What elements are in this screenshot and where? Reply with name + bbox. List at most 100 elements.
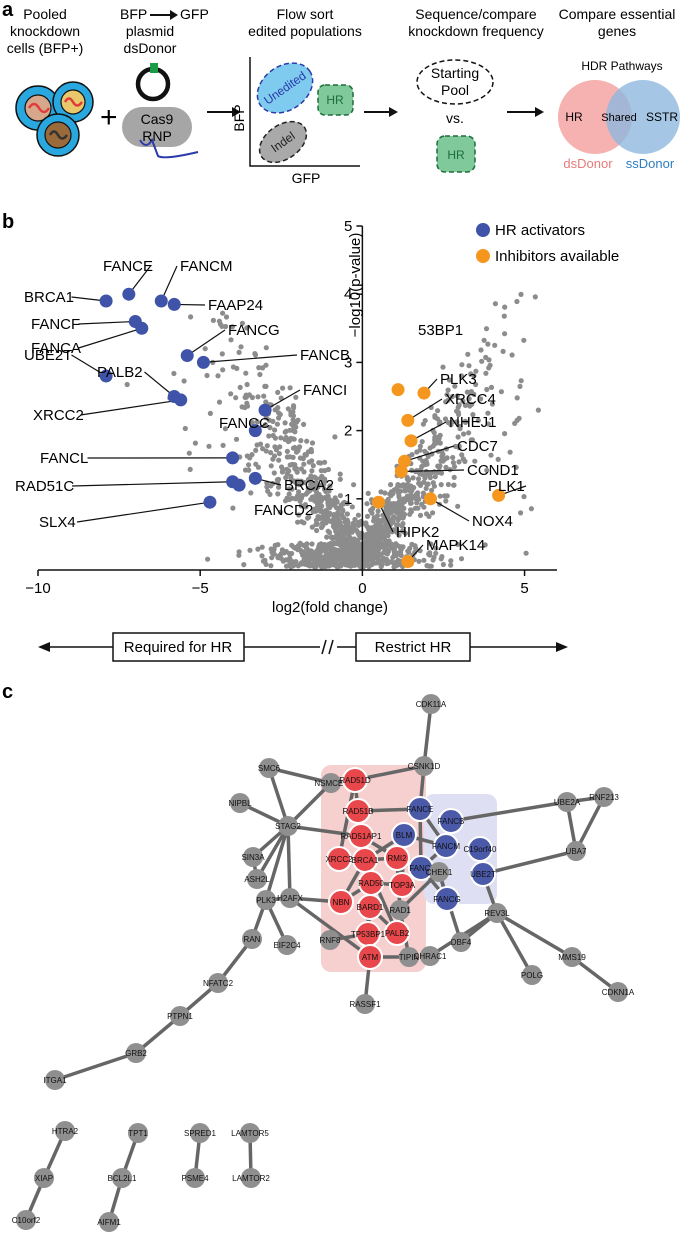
node-circle (278, 816, 298, 836)
vs-text: vs. (446, 110, 464, 126)
background-point (216, 318, 222, 324)
background-point (455, 434, 461, 440)
background-point (298, 438, 304, 444)
background-point (437, 463, 443, 469)
node-label: FANCG (433, 895, 461, 904)
background-point (310, 463, 316, 469)
node-circle (557, 792, 577, 812)
label-fanci: FANCI (303, 382, 347, 399)
background-point (437, 440, 443, 446)
node-label: EIF2C4 (273, 941, 301, 950)
node-c10orf2: C10orf2 (12, 1210, 41, 1230)
node-label: GRB2 (125, 1049, 147, 1058)
point-fanca (135, 321, 149, 335)
node-label: RAD51D (339, 776, 371, 785)
background-point (329, 550, 335, 556)
hr-gate-label: HR (326, 93, 344, 107)
node-palb2: PALB2 (384, 920, 410, 946)
background-point (297, 498, 303, 504)
label-fancf: FANCF (31, 316, 80, 333)
background-point (395, 490, 401, 496)
node-circle (45, 1070, 65, 1090)
node-circle (328, 889, 354, 915)
background-point (409, 452, 415, 458)
background-point (518, 378, 524, 384)
background-point (249, 420, 255, 426)
node-brca1: BRCA1 (352, 847, 379, 873)
y-tick-label: 1 (344, 491, 352, 508)
node-tpt1: TPT1 (128, 1123, 148, 1143)
y-tick-label: 3 (344, 354, 352, 371)
background-point (440, 364, 446, 370)
background-point (462, 418, 468, 424)
background-point (293, 466, 299, 473)
background-point (253, 447, 259, 453)
background-point (220, 367, 226, 373)
node-circle (326, 846, 352, 872)
background-point (343, 529, 350, 536)
background-point (292, 559, 298, 565)
background-point (263, 561, 269, 568)
node-label: PTPN1 (167, 1012, 193, 1021)
background-point (523, 550, 529, 556)
background-point (244, 381, 250, 388)
background-point (299, 549, 305, 556)
edge-stag2-ash2l (255, 825, 290, 880)
background-point (234, 365, 240, 371)
background-point (330, 523, 336, 529)
background-point (228, 391, 234, 397)
background-point (282, 420, 288, 426)
background-point (363, 520, 369, 526)
node-itga1: ITGA1 (43, 1070, 67, 1090)
background-point (263, 362, 269, 368)
node-label: RNF213 (589, 793, 619, 802)
background-point (253, 461, 259, 467)
node-circle (470, 861, 496, 887)
y-tick-label: 2 (344, 423, 352, 440)
background-point (483, 370, 489, 376)
point-fancl (226, 451, 240, 465)
point-fancb (196, 355, 210, 369)
background-point (351, 553, 357, 559)
background-point (472, 458, 478, 464)
background-point (405, 548, 411, 554)
background-point (462, 402, 468, 408)
background-point (314, 527, 320, 534)
cas9-rnp-icon (122, 107, 192, 147)
background-point (263, 399, 269, 405)
background-point (448, 562, 454, 568)
background-point (389, 503, 395, 509)
node-label: UBA7 (566, 847, 587, 856)
background-point (455, 503, 461, 509)
leader-line (410, 421, 447, 442)
background-point (263, 448, 269, 454)
background-point (371, 546, 377, 552)
node-circle (390, 900, 410, 920)
background-point (377, 530, 383, 536)
leader-line (203, 354, 298, 363)
background-point (261, 393, 267, 399)
node-label: PLK3 (256, 896, 276, 905)
background-point (488, 452, 494, 458)
node-circle (126, 1043, 146, 1063)
background-point (238, 344, 244, 350)
leader-line (401, 469, 465, 473)
background-point (406, 483, 412, 489)
background-point (521, 337, 527, 343)
leader-line (78, 327, 142, 349)
background-gene-points (124, 291, 542, 570)
node-fancb: FANCB (438, 808, 464, 834)
background-point (276, 554, 282, 561)
background-point (457, 426, 463, 432)
node-circle (433, 833, 459, 859)
background-point (305, 476, 311, 483)
background-point (461, 431, 467, 437)
node-label: UBE2A (554, 798, 581, 807)
node-label: DBF4 (451, 938, 472, 947)
node-xrcc2: XRCC2 (325, 846, 353, 872)
background-point (465, 351, 471, 357)
label-fance: FANCE (103, 258, 153, 275)
background-point (277, 509, 283, 515)
venn-right (606, 80, 680, 154)
background-point (402, 488, 408, 494)
